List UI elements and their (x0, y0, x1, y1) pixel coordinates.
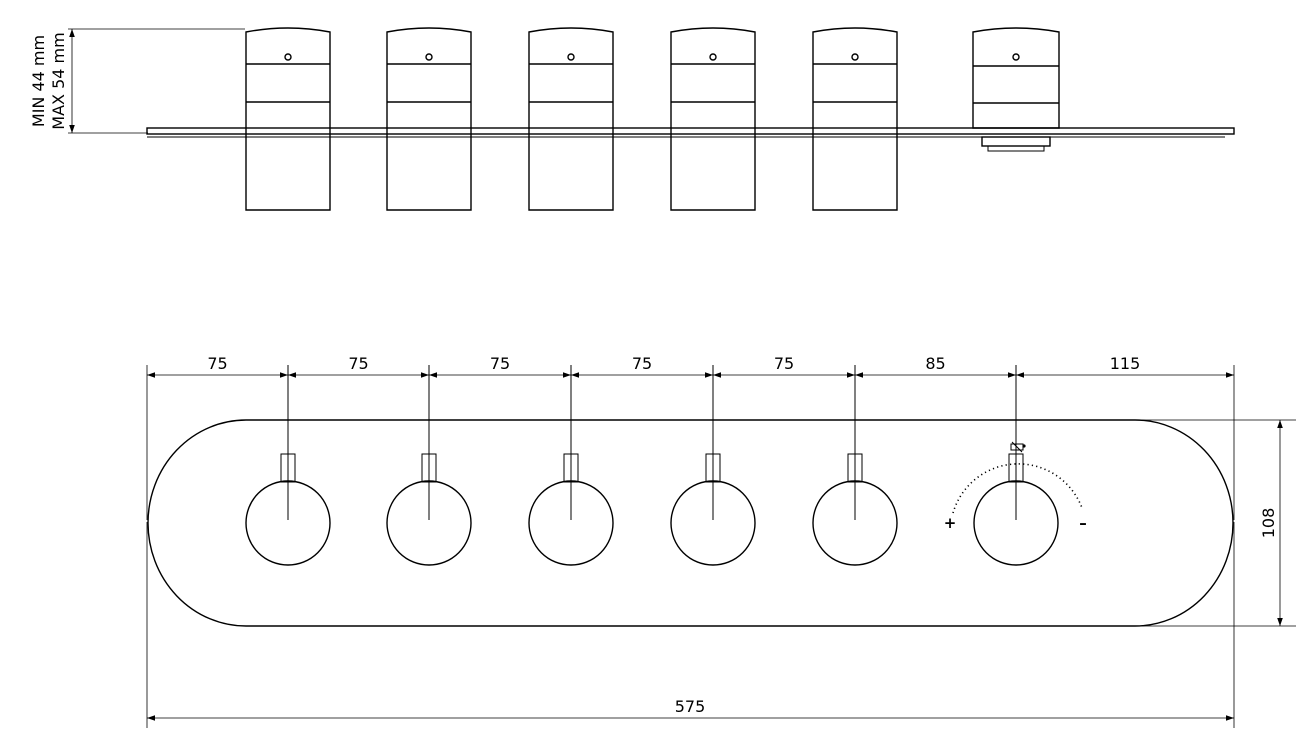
spacing-dimensions: 75 75 75 75 75 85 115 (146, 354, 1235, 520)
side-knob-body (670, 27, 756, 211)
spacing-label: 75 (207, 354, 227, 373)
height-dimension: 108 (1135, 419, 1296, 627)
spacing-dimension-1: 75 (147, 354, 288, 378)
side-view: MIN 44 mm MAX 54 mm (29, 27, 1235, 211)
side-knob-pin (1012, 53, 1020, 61)
front-knob-1 (245, 365, 331, 566)
minus-sign: – (1079, 514, 1087, 532)
spacing-dimension-3: 75 (429, 354, 571, 378)
spacing-label: 75 (490, 354, 510, 373)
plus-sign: + (944, 514, 957, 532)
side-knob-pin (851, 53, 859, 61)
front-knob-5 (812, 365, 898, 566)
front-knob-2 (386, 365, 472, 566)
side-knob-4 (670, 27, 756, 211)
spacing-label: 75 (632, 354, 652, 373)
side-knob-1 (245, 27, 331, 211)
side-knob-body (812, 27, 898, 211)
side-knob-body (245, 27, 331, 211)
side-knob-pin (709, 53, 717, 61)
spacing-label: 75 (774, 354, 794, 373)
front-knob-3 (528, 365, 614, 566)
side-knob-body (386, 27, 472, 211)
side-knob-6 (972, 27, 1060, 152)
front-view: 75 75 75 75 75 85 115 108 575 + – (146, 354, 1296, 728)
spacing-dimension-6: 85 (855, 354, 1016, 378)
side-cartridge-cap (987, 145, 1045, 152)
spacing-dimension-2: 75 (288, 354, 429, 378)
spacing-dimension-4: 75 (571, 354, 713, 378)
side-knob-5 (812, 27, 898, 211)
side-cartridge (981, 136, 1051, 147)
side-knob-body (972, 27, 1060, 129)
side-knob-pin (284, 53, 292, 61)
side-knob-2 (386, 27, 472, 211)
thermostat-indicator: + – (944, 441, 1087, 532)
front-knobs (245, 365, 1059, 566)
spacing-dimension-7: 115 (1016, 354, 1234, 378)
front-knob-6 (973, 365, 1059, 566)
depth-max-label: MAX 54 mm (49, 32, 68, 129)
spacing-dimension-5: 75 (713, 354, 855, 378)
side-plate (146, 127, 1235, 138)
spacing-label: 85 (925, 354, 945, 373)
total-width-label: 575 (675, 697, 706, 716)
front-knob-4 (670, 365, 756, 566)
spacing-label: 115 (1110, 354, 1141, 373)
temperature-marker-icon (1010, 441, 1026, 453)
side-knob-pin (425, 53, 433, 61)
height-label: 108 (1259, 508, 1278, 539)
total-width-dimension: 575 (146, 522, 1235, 728)
side-knob-3 (528, 27, 614, 211)
side-knobs (245, 27, 1060, 211)
side-knob-body (528, 27, 614, 211)
spacing-label: 75 (348, 354, 368, 373)
depth-dimension: MIN 44 mm MAX 54 mm (29, 28, 245, 134)
faceplate-outline (147, 419, 1234, 627)
depth-min-label: MIN 44 mm (29, 35, 48, 127)
side-knob-pin (567, 53, 575, 61)
